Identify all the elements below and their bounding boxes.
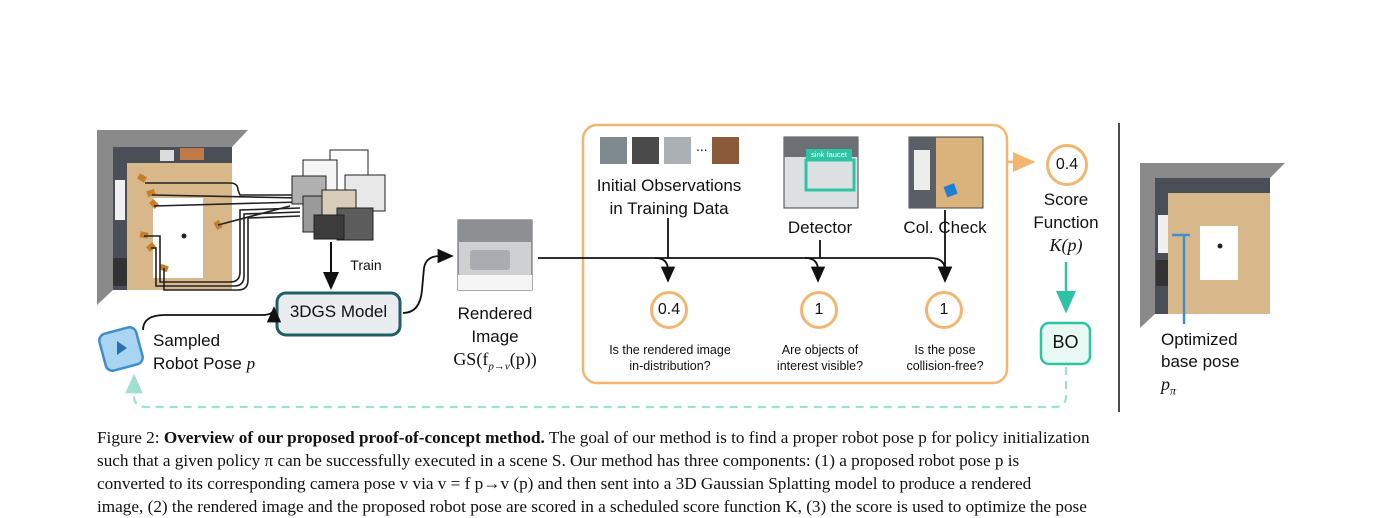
optimized-pose-label: Optimized base pose pπ bbox=[1161, 330, 1240, 398]
caption-line-1: Figure 2: Overview of our proposed proof… bbox=[97, 428, 1090, 447]
bo-label: BO bbox=[1052, 332, 1079, 352]
model-label: 3DGS Model bbox=[289, 302, 388, 321]
sampled-pose-icon bbox=[98, 326, 144, 372]
obs-ellipsis: ... bbox=[696, 138, 708, 154]
question-collision: Is the pose collision-free? bbox=[906, 343, 984, 373]
score-circle-visibility: 1 bbox=[800, 291, 838, 329]
score-circle-distribution: 0.4 bbox=[650, 291, 688, 329]
question-distribution: Is the rendered image in-distribution? bbox=[609, 343, 731, 373]
colcheck-label: Col. Check bbox=[903, 218, 987, 237]
feedback-loop-arrow bbox=[125, 367, 1068, 409]
detector-box-label: sink faucet bbox=[811, 150, 847, 159]
detector-image bbox=[783, 136, 859, 209]
caption-line-3: converted to its corresponding camera po… bbox=[97, 474, 1032, 493]
rendered-image bbox=[457, 219, 533, 291]
score-function-circle: 0.4 bbox=[1046, 144, 1088, 186]
caption-line-2: such that a given policy π can be succes… bbox=[97, 451, 1020, 470]
pose-to-model-arrow bbox=[142, 306, 282, 331]
figure-graphics bbox=[97, 123, 1285, 412]
initial-obs-label: Initial Observations in Training Data bbox=[596, 176, 742, 218]
figure-caption: Figure 2: Overview of our proposed proof… bbox=[97, 426, 1285, 518]
question-visibility: Are objects of interest visible? bbox=[776, 343, 864, 373]
sampled-pose-label: Sampled Robot Pose p bbox=[153, 331, 256, 373]
caption-line-4: image, (2) the rendered image and the pr… bbox=[97, 497, 1087, 516]
score-circle-collision: 1 bbox=[925, 291, 963, 329]
detector-label: Detector bbox=[787, 218, 853, 237]
train-label: Train bbox=[350, 257, 382, 273]
kitchen-scene-right bbox=[1140, 163, 1285, 328]
caption-bold: Overview of our proposed proof-of-concep… bbox=[163, 428, 545, 447]
training-view-images bbox=[291, 149, 386, 241]
scoring-box bbox=[581, 123, 1009, 385]
rendered-image-label: Rendered Image GS(fp→v(p)) bbox=[453, 304, 537, 373]
colcheck-image bbox=[908, 136, 984, 209]
image-to-scores-arrows bbox=[538, 210, 953, 283]
kitchen-scene-left bbox=[97, 130, 301, 305]
observation-thumbnails bbox=[600, 137, 739, 164]
bo-box bbox=[1039, 321, 1092, 366]
model-to-image-arrow bbox=[402, 248, 454, 314]
score-function-label: Score Function K(p) bbox=[1033, 190, 1099, 255]
